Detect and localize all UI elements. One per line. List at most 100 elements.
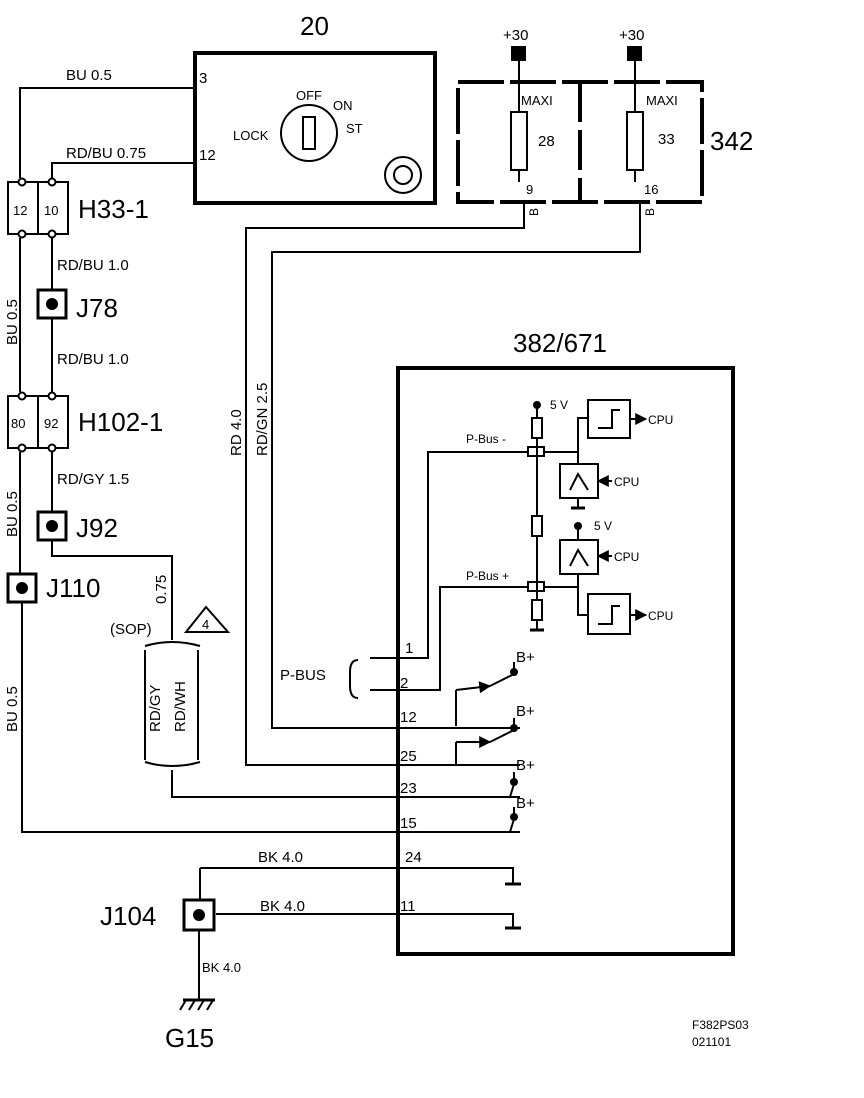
comparator-2 [587, 593, 631, 635]
fuse-right-no: 33 [658, 131, 675, 148]
feed-terminal-left [511, 46, 526, 61]
label-rdgy-15: RD/GY 1.5 [57, 471, 129, 488]
pullup-resistor-top [531, 417, 543, 439]
h102-pin-b: 92 [44, 416, 58, 431]
wire-pbus-1 [370, 451, 528, 659]
bplus-1: B+ [516, 649, 535, 666]
ground-pin-11 [216, 913, 514, 928]
label-bu-05-top: BU 0.5 [66, 67, 112, 84]
cpu-2: CPU [614, 475, 639, 489]
label-bk-40-c: BK 4.0 [202, 960, 241, 975]
ign-pos-lock: LOCK [233, 128, 269, 143]
wire-rdbu-075 [51, 162, 195, 178]
bplus-4: B+ [516, 795, 535, 812]
fuse-left-type: MAXI [521, 93, 553, 108]
fuse-box [456, 46, 704, 204]
bplus-switches [455, 662, 518, 833]
label-bu-05-left1: BU 0.5 [4, 299, 21, 345]
label-bk-40-b: BK 4.0 [260, 898, 305, 915]
feed-left-label: +30 [503, 27, 528, 44]
pbus-minus-label: P-Bus - [466, 432, 506, 446]
wire-pbus-2 [370, 586, 528, 691]
fuse-right-out: B [643, 208, 657, 216]
drawing-code: F382PS03 [692, 1018, 749, 1032]
label-alt-rdwh: RD/WH [172, 681, 189, 732]
label-rdbu-10-b: RD/BU 1.0 [57, 351, 129, 368]
ign-pos-off: OFF [296, 88, 322, 103]
cpu-4: CPU [648, 609, 673, 623]
module-id: 382/671 [513, 328, 607, 358]
key-slot [302, 116, 316, 150]
label-bu-05-left3: BU 0.5 [4, 686, 21, 732]
fuse-left-no: 28 [538, 133, 555, 150]
bplus-3: B+ [516, 757, 535, 774]
label-rd-40: RD 4.0 [228, 409, 245, 456]
fuse-left-out: B [527, 208, 541, 216]
ignition-switch [193, 51, 437, 205]
cpu-1: CPU [648, 413, 673, 427]
h33-pin-b: 10 [44, 203, 58, 218]
ignition-ring-inner [393, 165, 413, 185]
driver-1 [559, 463, 599, 499]
h102-pin-a: 80 [11, 416, 25, 431]
v5-b: 5 V [594, 519, 612, 533]
label-rdbu-075: RD/BU 0.75 [66, 145, 146, 162]
wire-sop-to-23 [171, 770, 520, 798]
fuse-right-pin: 16 [644, 182, 658, 197]
j92-id: J92 [76, 513, 118, 543]
connector-h102-1 [7, 391, 69, 453]
ign-pos-st: ST [346, 121, 363, 136]
pbus-bracket [349, 659, 359, 699]
h102-id: H102-1 [78, 407, 163, 437]
fuse-right-type: MAXI [646, 93, 678, 108]
ignition-switch-box [193, 51, 437, 205]
drawing-date: 021101 [692, 1035, 731, 1049]
pbus-plus-label: P-Bus + [466, 569, 509, 583]
wire-075 [51, 540, 173, 640]
module-pin-15: 15 [400, 815, 417, 832]
module-pin-23: 23 [400, 780, 417, 797]
fuse-left-pin: 9 [526, 182, 533, 197]
module-pin-25: 25 [400, 748, 417, 765]
module-pin-2: 2 [400, 675, 408, 692]
j110-id: J110 [46, 573, 100, 603]
ign-pin-12: 12 [199, 147, 216, 164]
fuse-33 [626, 111, 644, 171]
pulldown-resistor-bottom [531, 599, 543, 621]
label-bu-05-left2: BU 0.5 [4, 491, 21, 537]
bias-resistor-mid [531, 515, 543, 537]
fuse-28 [510, 111, 528, 171]
sop-bracket-top [144, 641, 201, 647]
ignition-switch-id: 20 [300, 11, 329, 41]
j78-id: J78 [76, 293, 118, 323]
connector-h33-1 [7, 177, 69, 239]
fuse-box-id: 342 [710, 126, 753, 156]
wire-rdgn-25 [271, 200, 641, 729]
feed-terminal-right [627, 46, 642, 61]
key-cylinder [280, 104, 338, 162]
j104-id: J104 [100, 901, 156, 931]
label-075: 0.75 [153, 575, 170, 604]
note-number: 4 [202, 617, 209, 632]
wire-bu-05-top [19, 87, 195, 178]
sop-bracket-bottom [144, 761, 201, 767]
ign-pos-on: ON [333, 98, 353, 113]
driver-2 [559, 539, 599, 575]
bplus-2: B+ [516, 703, 535, 720]
feed-right-label: +30 [619, 27, 644, 44]
label-alt-rdgy: RD/GY [147, 684, 164, 732]
h33-pin-a: 12 [13, 203, 27, 218]
note-triangle [183, 605, 231, 633]
wire-bu-05-left3 [21, 602, 520, 833]
h33-id: H33-1 [78, 194, 149, 224]
wire-rd-40 [245, 200, 525, 766]
fuse-box-outline [456, 80, 704, 204]
ground-id: G15 [165, 1023, 214, 1053]
ignition-ring-outer [384, 156, 422, 194]
label-sop: (SOP) [110, 621, 152, 638]
v5-a: 5 V [550, 398, 568, 412]
ign-pin-3: 3 [199, 70, 207, 87]
label-rdgn-25: RD/GN 2.5 [254, 383, 271, 456]
comparator-1 [587, 399, 631, 439]
